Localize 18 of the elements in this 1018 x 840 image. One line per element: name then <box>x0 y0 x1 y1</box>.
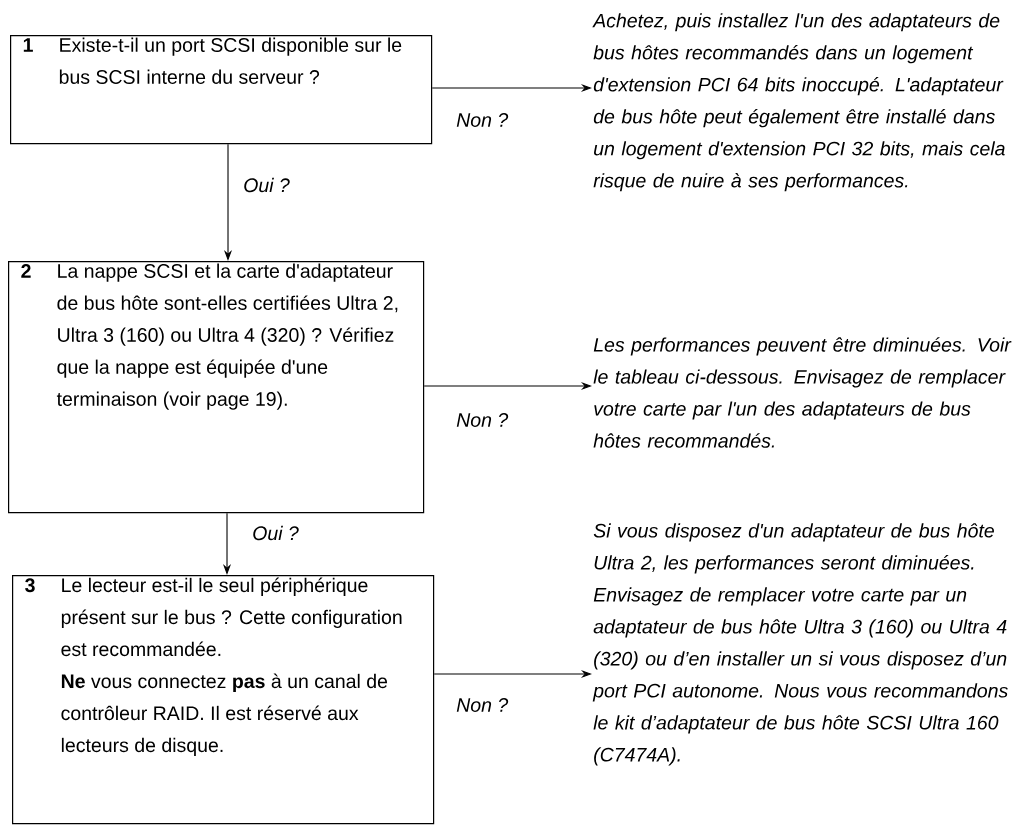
step-number: 3 <box>25 578 35 593</box>
note-text: Achetez, puis installez l'un des adaptateurs de bus hôtes recommandés dans un logement d'extension PCI 64 bits inoccupé. L'adaptateur de bus hôte peut également être installé dans un logement d'extension PCI 32 bits, mais cela risque de nuire à ses performances. <box>592 13 1005 192</box>
step-number: 1 <box>23 38 33 52</box>
question-text: Ne vous connectez pas à un canal de contrôleur RAID. Il est réservé aux lecteurs de disque. <box>61 673 388 756</box>
edge-label: Non ? <box>455 697 510 713</box>
edge-label: Oui ? <box>242 176 291 194</box>
question-text: Existe-t-il un port SCSI disponible sur le bus SCSI interne du serveur ? <box>59 37 402 84</box>
edge-label: Oui ? <box>251 524 300 542</box>
note-text: Si vous disposez d'un adaptateur de bus hôte Ultra 2, les performances seront diminuées. Envisagez de remplacer votre carte par un adaptateur de bus hôte Ultra 3 (160) ou Ultra 4 (320) ou d’en installer un si vous disposez d’un port PCI autonome. Nous vous recommandons le kit d’adaptateur de bus hôte SCSI Ultra 160 (C7474A). <box>592 523 1008 766</box>
process-box <box>10 35 433 145</box>
note-text: Les performances peuvent être diminuées. Voir le tableau ci-dessous. Envisagez de remplacer votre carte par l'un des adaptateurs de bus hôtes recommandés. <box>593 337 1012 448</box>
question-text: Le lecteur est-il le seul périphérique présent sur le bus ? Cette configuration est recommandée. <box>61 577 402 657</box>
step-number: 2 <box>21 264 31 278</box>
edge-label: Non ? <box>455 112 510 128</box>
question-text: La nappe SCSI et la carte d'adaptateur de bus hôte sont-elles certifiées Ultra 2, Ultra 3 (160) ou Ultra 4 (320) ? Vérifiez que la nappe est équipée d'une terminaison (voir page 19). <box>56 263 398 410</box>
edge-label: Non ? <box>455 412 510 428</box>
process-box <box>12 575 435 825</box>
process-box <box>8 261 425 514</box>
